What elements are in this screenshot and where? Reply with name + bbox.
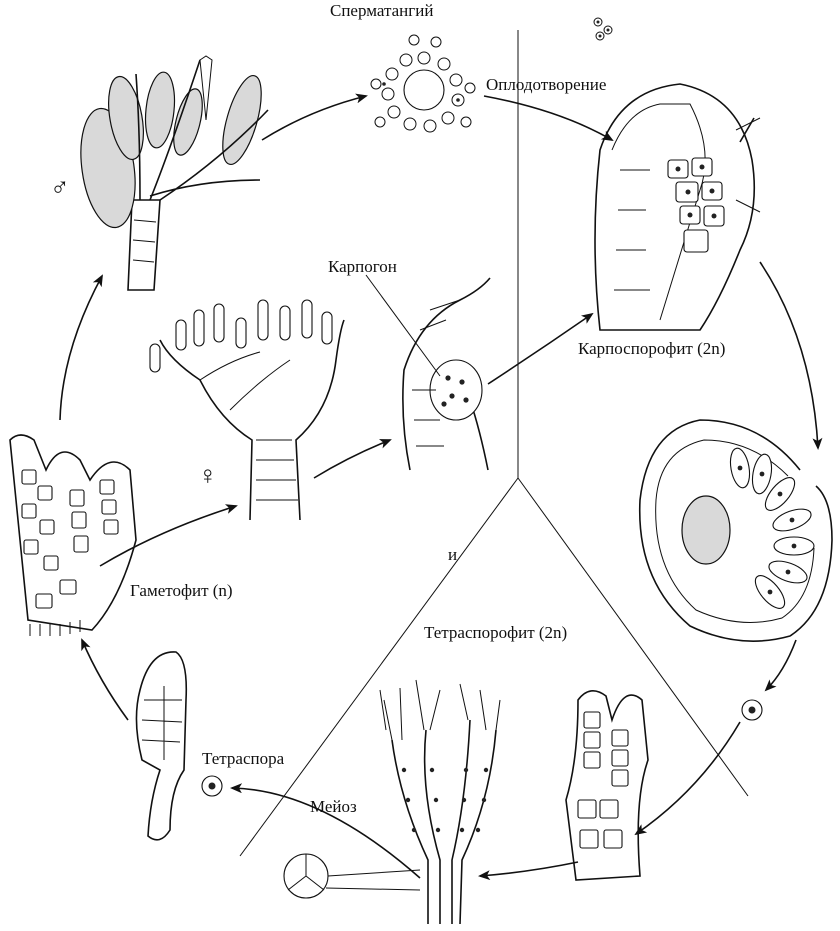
arrow-to-tetrasporophyte [478, 861, 579, 881]
arrow-to-spermatangium [261, 93, 368, 141]
tetrasporophyte-illustration [379, 679, 501, 925]
cystocarp-illustration [638, 419, 833, 642]
carposporophyte-illustration [594, 83, 761, 331]
tetrasporangium-illustration [283, 853, 421, 899]
arrow-to-carpogon [313, 439, 392, 479]
arrow-to-young-tetrasporophyte [634, 721, 741, 836]
label-fertilization: Оплодотворение [486, 75, 606, 94]
carpospore-illustration [741, 699, 763, 721]
young-gametophyte-illustration [9, 434, 137, 636]
arrow-to-male [59, 274, 103, 421]
cycle-arrows [59, 93, 823, 881]
arrow-meiosis [230, 783, 421, 879]
label-tetraspore: Тетраспора [202, 749, 285, 768]
label-and: и [448, 545, 457, 564]
label-meiosis: Мейоз [310, 797, 357, 816]
carpogon-illustration [365, 274, 491, 471]
germling-illustration [135, 651, 188, 841]
arrow-to-female [99, 504, 238, 567]
arrow-to-carpospore [764, 639, 797, 692]
male-symbol: ♂ [50, 173, 70, 202]
label-carposporophyte: Карпоспорофит (2n) [578, 339, 725, 358]
labels: Сперматангий Оплодотворение Карпогон Кар… [50, 1, 725, 816]
arrow-to-carposporophyte [487, 312, 594, 385]
female-symbol: ♀ [198, 461, 218, 490]
phase-dividers [239, 30, 749, 857]
label-carpogon: Карпогон [328, 257, 397, 276]
arrow-fertilization [483, 95, 614, 141]
female-gametophyte-illustration [149, 299, 345, 521]
male-gametophyte-illustration [80, 55, 269, 291]
arrow-to-cystocarp [759, 261, 823, 450]
label-tetrasporophyte: Тетраспорофит (2n) [424, 623, 567, 642]
arrow-to-young-gametophyte [81, 638, 129, 721]
label-spermatangium: Сперматангий [330, 1, 433, 20]
spermatia-illustration [593, 17, 613, 41]
tetraspore-illustration [201, 775, 223, 797]
young-tetrasporophyte-illustration [565, 690, 649, 881]
label-gametophyte: Гаметофит (n) [130, 581, 233, 600]
spermatangium-illustration [370, 34, 476, 133]
